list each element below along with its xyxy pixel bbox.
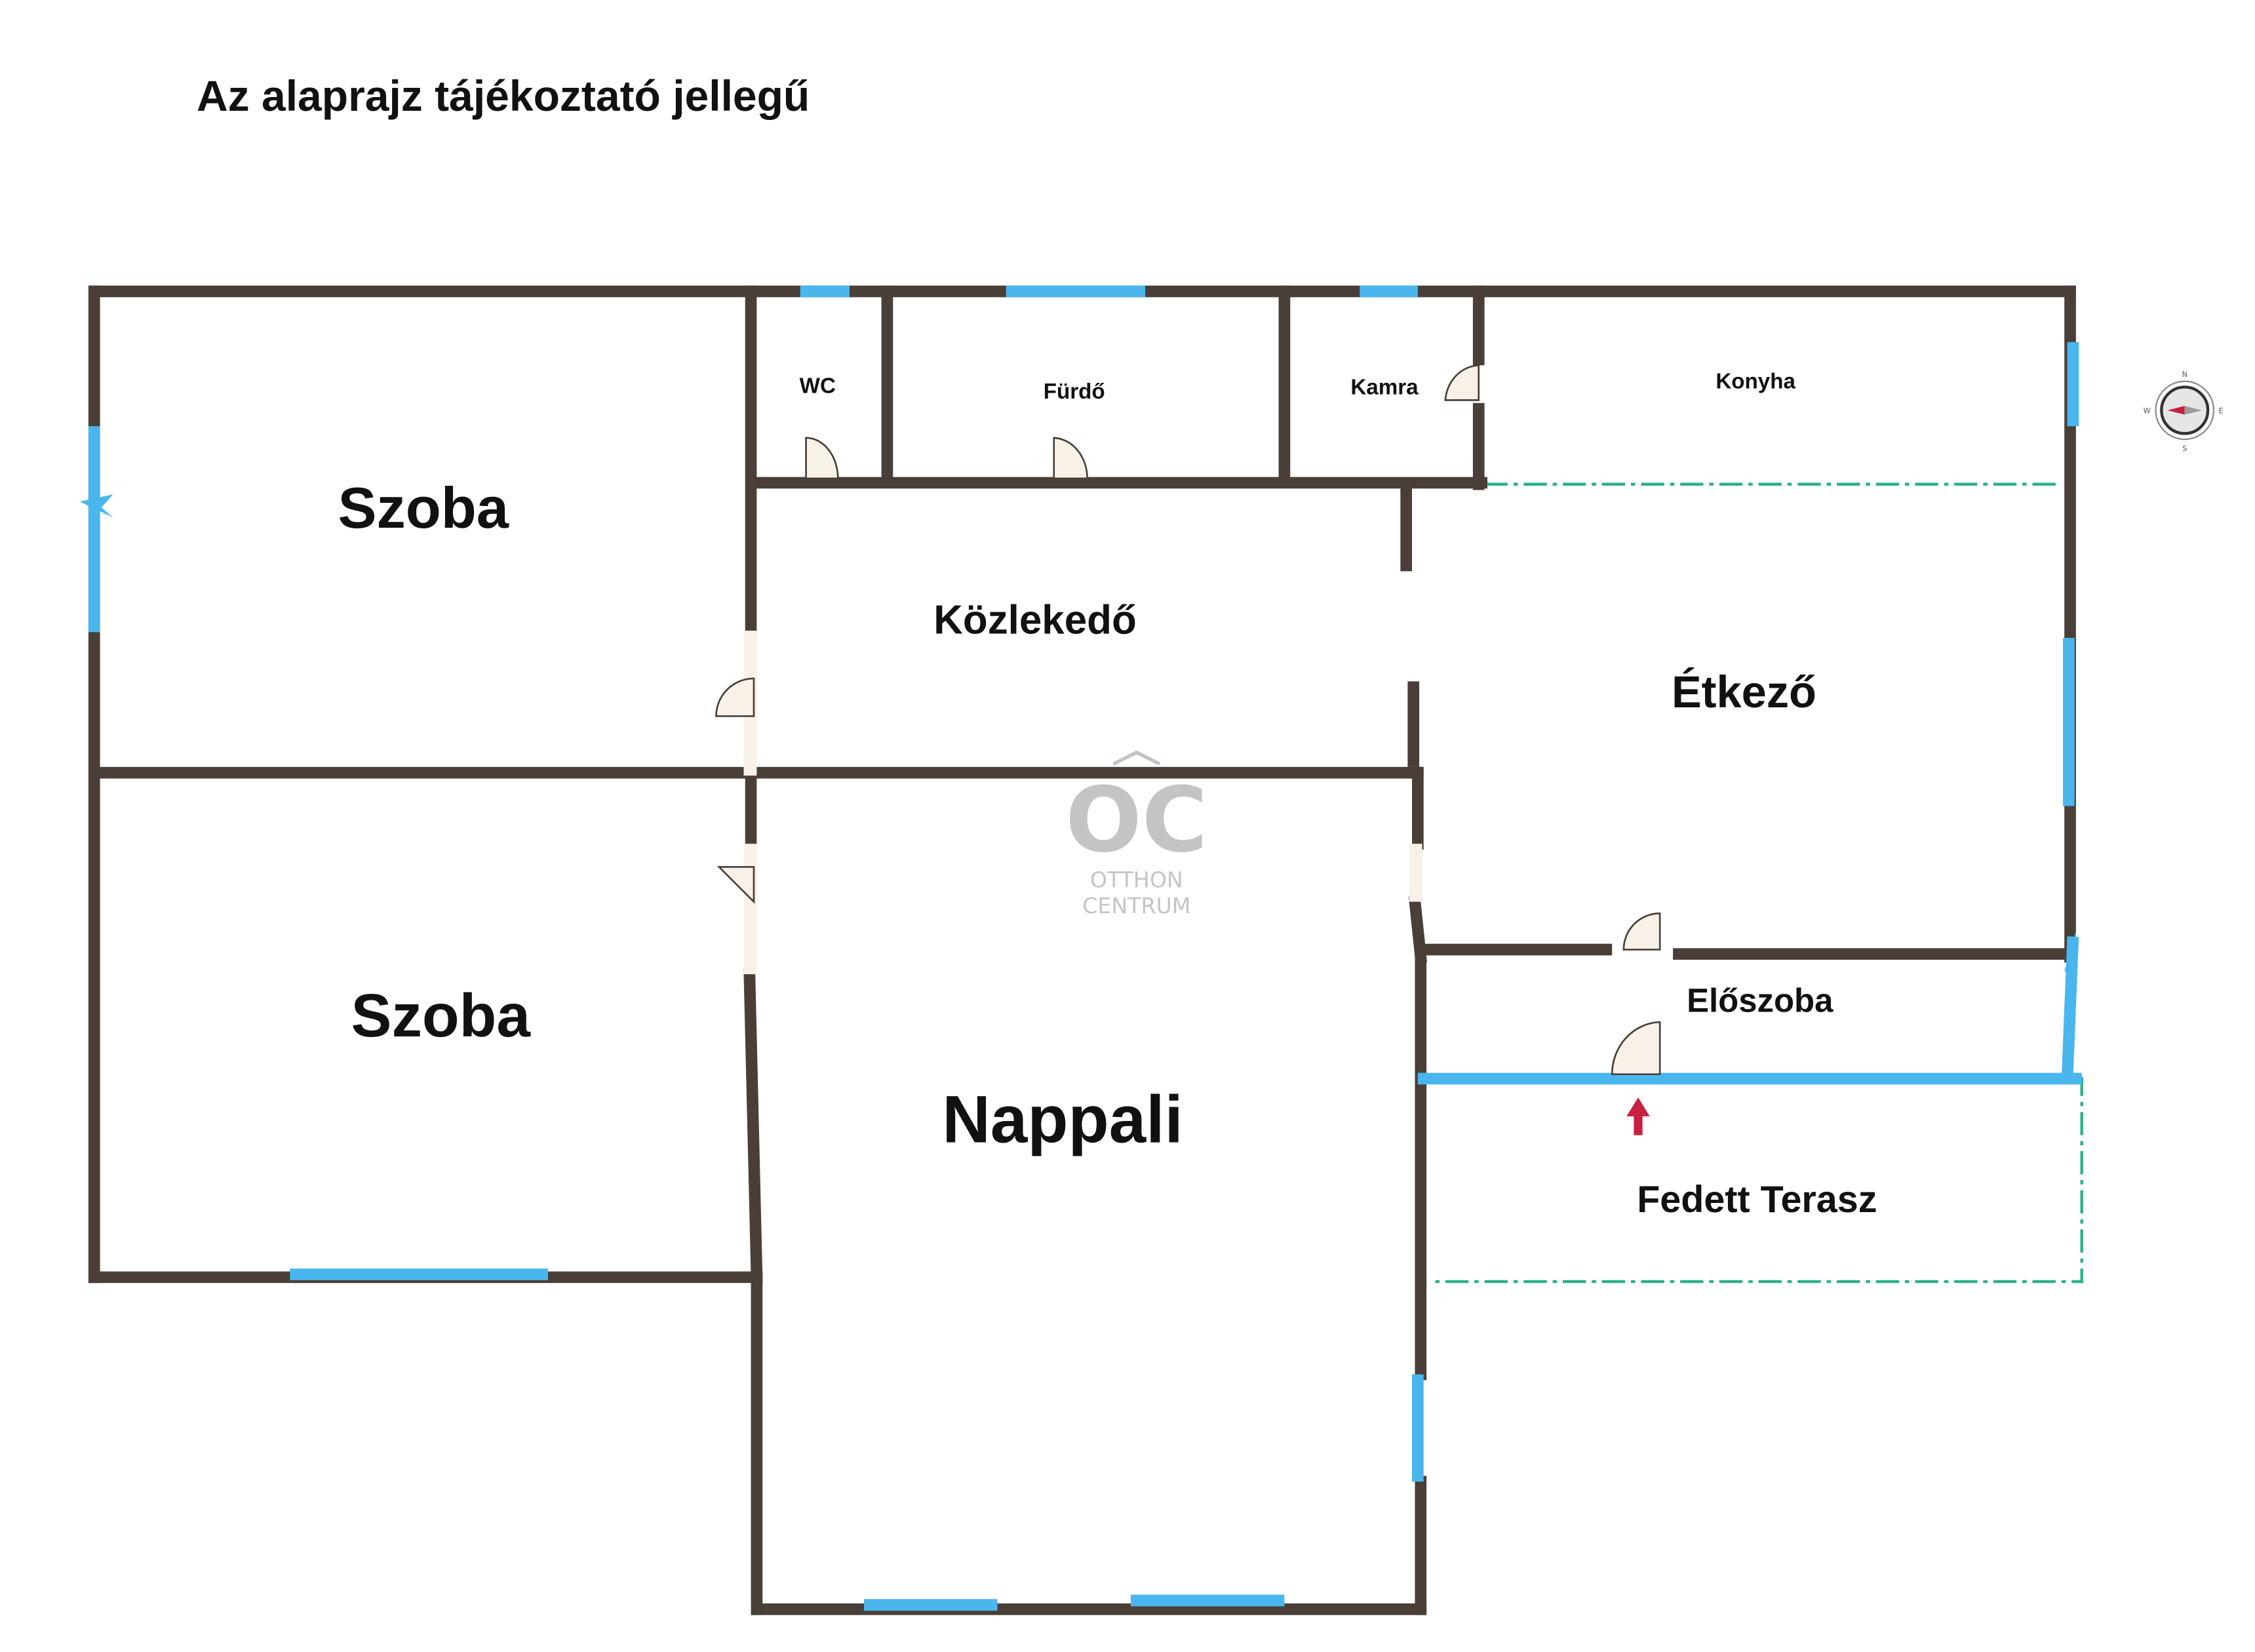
dashed-boundaries [1429, 482, 2083, 1284]
window-marker-eloszoba [2064, 930, 2076, 975]
watermark-mark: OC [1065, 768, 1207, 873]
compass-icon: N S E W [2144, 370, 2224, 453]
room-label-kozlekedo: Közlekedő [933, 597, 1137, 642]
door-swing-furdo [1053, 437, 1088, 480]
room-label-nappali: Nappali [942, 1082, 1183, 1157]
otthon-centrum-watermark: OC OTTHON CENTRUM [1065, 750, 1207, 918]
compass-e: E [2219, 406, 2224, 415]
compass-n: N [2182, 370, 2187, 379]
windows [88, 285, 2082, 1611]
entrance-arrow-icon [1626, 1097, 1650, 1135]
door-swing-entrance [1611, 1021, 1661, 1076]
door-swings [715, 364, 1661, 1076]
room-label-szoba-top: Szoba [338, 475, 509, 540]
door-swing-kamra [1444, 364, 1480, 401]
room-label-etkezo: Étkező [1672, 667, 1816, 717]
room-label-furdo: Fürdő [1044, 380, 1105, 404]
room-label-fedett-terasz: Fedett Terasz [1637, 1179, 1877, 1221]
room-label-szoba-bottom: Szoba [351, 981, 532, 1050]
window-marker [79, 494, 113, 518]
watermark-line1: OTTHON [1090, 867, 1183, 892]
room-label-eloszoba: Előszoba [1687, 982, 1833, 1019]
door-swing-szoba-bottom [716, 866, 755, 904]
room-label-konyha: Konyha [1716, 370, 1795, 394]
plan-notice: Az alaprajz tájékoztató jellegű [197, 71, 810, 120]
compass-w: W [2144, 406, 2151, 415]
door-swing-szoba-top [715, 677, 755, 717]
watermark-line2: CENTRUM [1082, 893, 1190, 918]
door-swing-wc [805, 437, 839, 480]
door-swing-eloszoba [1622, 912, 1661, 951]
room-label-wc: WC [800, 374, 836, 398]
compass-s: S [2182, 444, 2187, 453]
room-label-kamra: Kamra [1350, 376, 1419, 400]
